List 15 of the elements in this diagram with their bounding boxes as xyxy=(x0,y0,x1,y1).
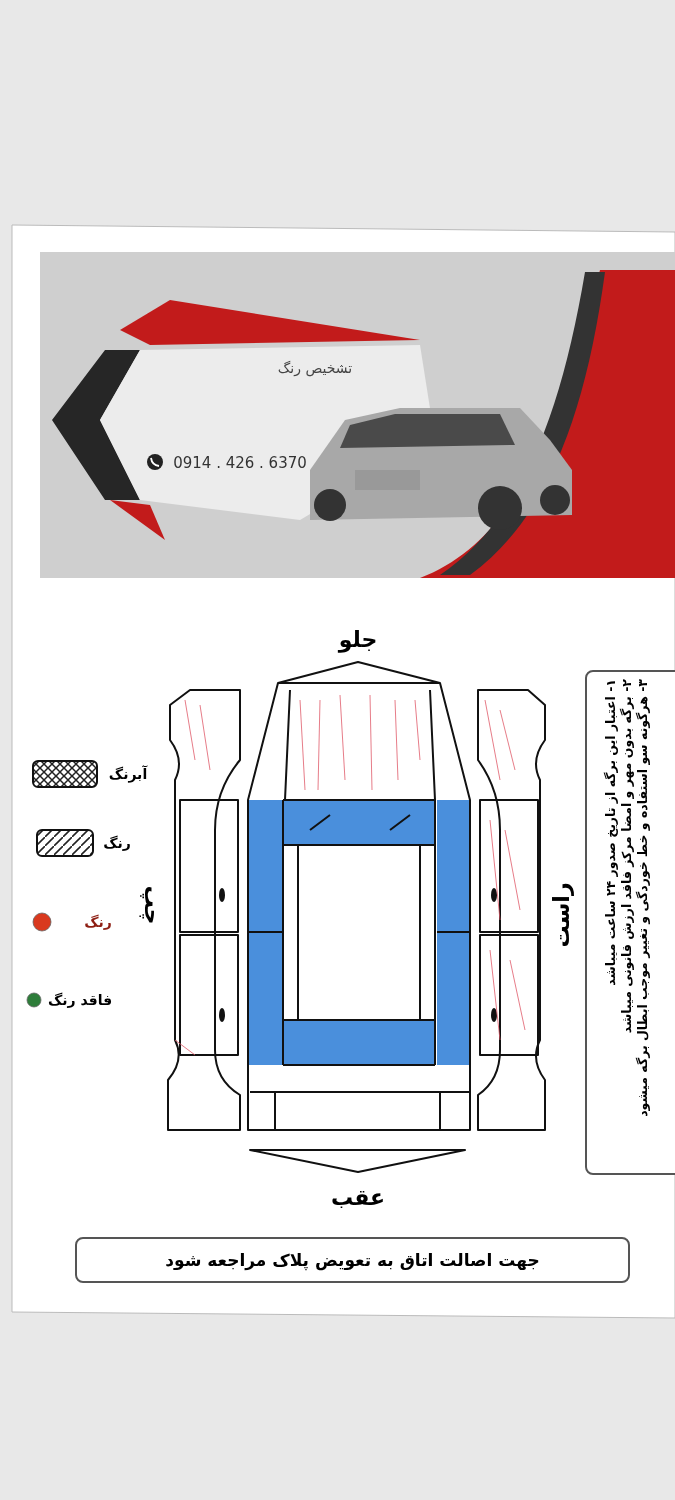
direction-label: جلو xyxy=(338,626,378,654)
legend-label: رنگ xyxy=(103,834,131,852)
phone-number: 0914 . 426 . 6370 xyxy=(173,454,307,472)
rule-text: ۲- برگه بدون مهر و امضا مرکز فاقد ارزش قانونی میباشد xyxy=(619,679,635,1036)
legend-label: آبرنگ xyxy=(108,765,148,783)
subtitle: تشخیص رنگ xyxy=(277,359,353,377)
note-box: جهت اصالت اتاق به تعویض پلاک مراجعه شود xyxy=(75,1237,630,1283)
direction-label: عقب xyxy=(330,1184,386,1212)
rule-text: ۳- هرگونه سو استفاده و خط خوردگی و تغییر موجب ابطال برگه میشود xyxy=(635,679,651,1119)
legend-label: رنگ xyxy=(84,913,112,931)
legend-label: فاقد رنگ xyxy=(47,991,113,1009)
rule-text: ۱- اعتبار این برگه از تاریخ صدور ۲۴ ساعت میباشد xyxy=(603,679,619,988)
direction-label: چپ xyxy=(138,885,166,925)
direction-label: راست xyxy=(548,882,575,948)
rules-box xyxy=(585,670,675,1175)
